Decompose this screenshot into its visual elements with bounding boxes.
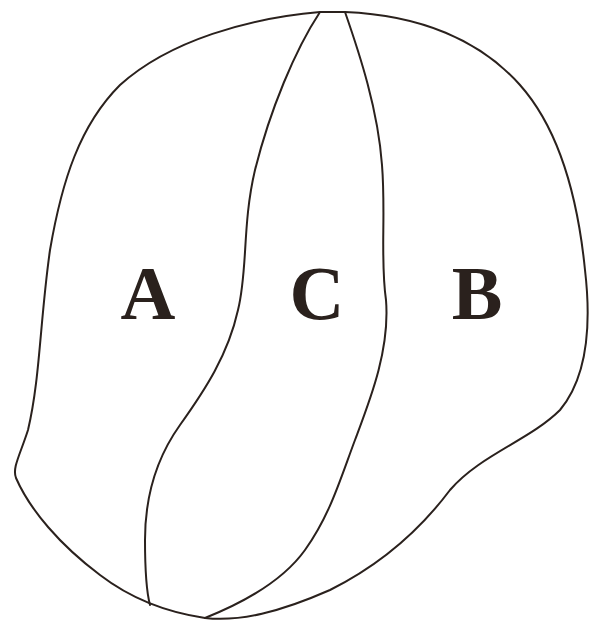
region-label: B [452, 255, 503, 331]
region-label: A [121, 255, 176, 331]
outer-outline [15, 12, 588, 619]
region-label: C [290, 255, 345, 331]
right-divider [205, 12, 387, 618]
